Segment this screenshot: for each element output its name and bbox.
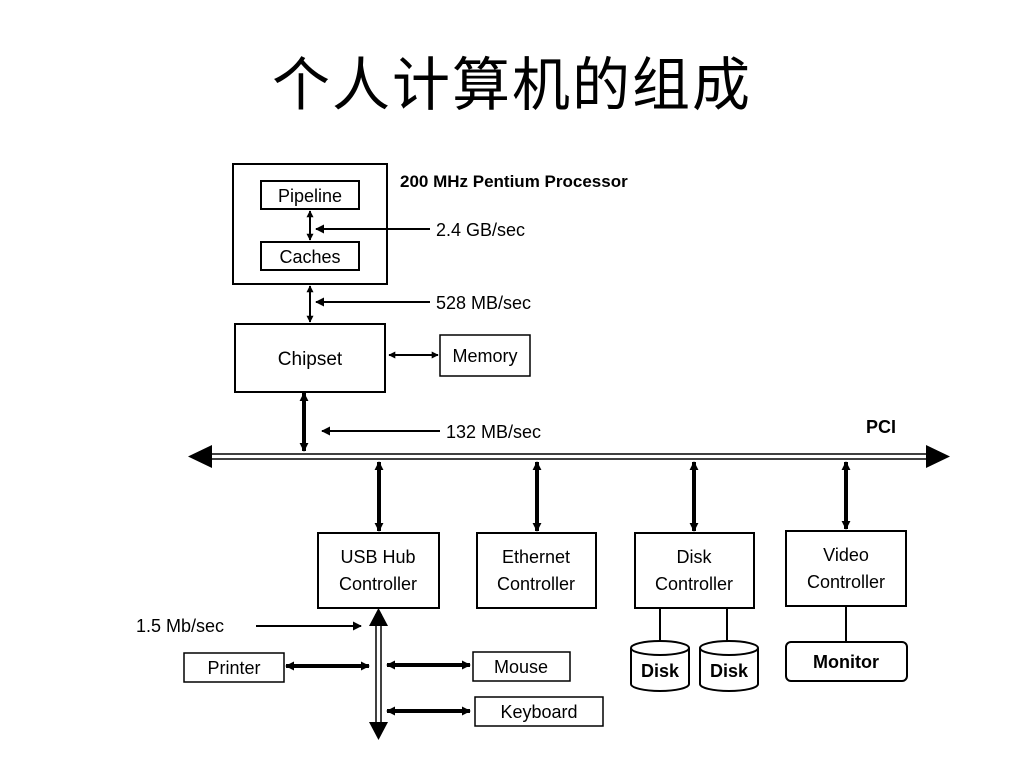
ethernet-controller-line1: Ethernet — [502, 547, 570, 567]
video-controller-box — [785, 530, 907, 607]
pci-bus-right-arrowhead — [926, 445, 950, 468]
disk-1: Disk — [630, 640, 690, 692]
cpu-bus-rate-label: 528 MB/sec — [436, 293, 531, 313]
mouse-box — [472, 651, 571, 682]
chipset-label: Chipset — [278, 349, 343, 370]
ethernet-controller-box — [476, 532, 597, 609]
usb-controller-line1: USB Hub — [340, 547, 415, 567]
processor-box — [232, 163, 388, 285]
keyboard-box — [474, 696, 604, 727]
slide-title: 个人计算机的组成 — [271, 51, 752, 119]
disk-2-label: Disk — [710, 661, 749, 681]
video-controller-line2: Controller — [807, 572, 885, 592]
pipeline-box — [260, 180, 360, 210]
mouse-label: Mouse — [494, 657, 548, 677]
memory-label: Memory — [452, 346, 517, 366]
keyboard-label: Keyboard — [500, 702, 577, 722]
caches-label: Caches — [279, 247, 340, 267]
pci-label: PCI — [866, 417, 896, 437]
monitor-box — [785, 641, 908, 682]
monitor-label: Monitor — [813, 652, 879, 672]
disk-controller-line2: Controller — [655, 574, 733, 594]
pipeline-label: Pipeline — [278, 186, 342, 206]
disk-2: Disk — [699, 640, 759, 692]
video-controller-line1: Video — [823, 545, 869, 565]
usb-controller-box — [317, 532, 440, 609]
chipset-box — [234, 323, 386, 393]
usb-rate-label: 1.5 Mb/sec — [136, 616, 224, 636]
usb-bus-top-arrowhead — [369, 608, 388, 626]
printer-box — [183, 652, 285, 683]
printer-label: Printer — [207, 658, 260, 678]
disk-1-label: Disk — [641, 661, 680, 681]
processor-label: 200 MHz Pentium Processor — [400, 172, 628, 191]
ethernet-controller-line2: Controller — [497, 574, 575, 594]
memory-box — [439, 334, 531, 377]
disk-controller-box — [634, 532, 755, 609]
internal-rate-label: 2.4 GB/sec — [436, 220, 525, 240]
disk-controller-line1: Disk — [677, 547, 713, 567]
caches-box — [260, 241, 360, 271]
usb-controller-line2: Controller — [339, 574, 417, 594]
pci-rate-label: 132 MB/sec — [446, 422, 541, 442]
pci-bus-left-arrowhead — [188, 445, 212, 468]
usb-bus-bottom-arrowhead — [369, 722, 388, 740]
